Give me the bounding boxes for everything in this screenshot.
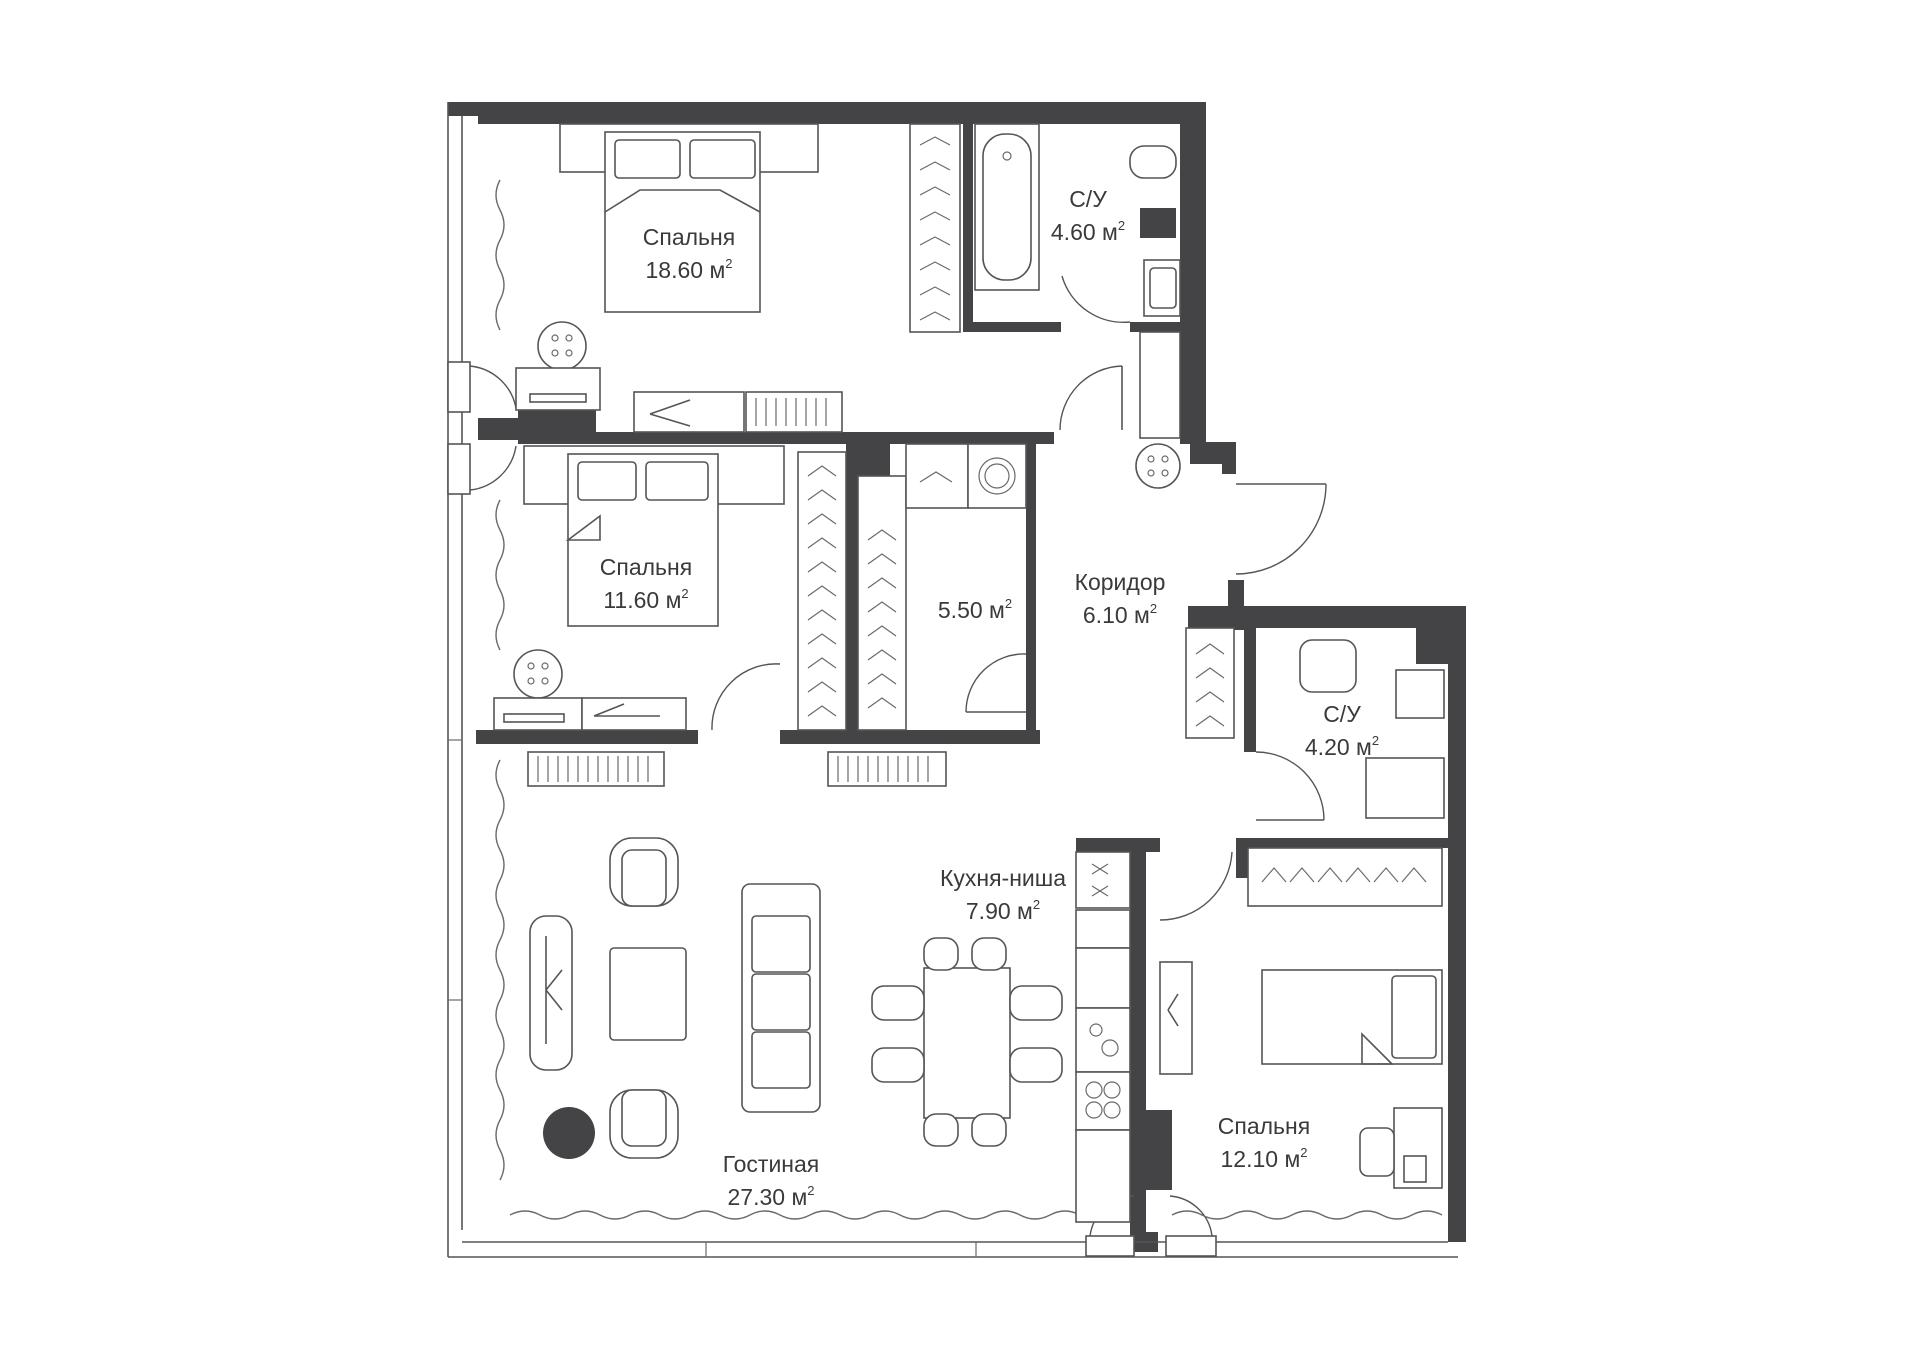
bedroom-3-furniture <box>1159 847 1443 1189</box>
room-area-bedroom-2: 11.60 м2 <box>603 586 688 613</box>
room-name-kitchen: Кухня-ниша <box>940 865 1066 891</box>
room-name-bedroom-1: Спальня <box>643 224 735 250</box>
curtains <box>495 179 1443 1220</box>
walls <box>448 102 1466 1252</box>
room-area-bathroom-1: 4.60 м2 <box>1051 218 1125 245</box>
corridor-furniture <box>1059 365 1327 739</box>
room-name-bathroom-2: С/У <box>1323 701 1361 727</box>
room-area-bathroom-2: 4.20 м2 <box>1305 733 1379 760</box>
room-area-bedroom-1: 18.60 м2 <box>646 256 733 283</box>
storage-furniture <box>857 443 1027 731</box>
room-area-living-room: 27.30 м2 <box>728 1183 815 1210</box>
bathroom-2-fixtures <box>1255 639 1445 821</box>
bedroom-1-furniture <box>515 123 961 433</box>
room-area-bedroom-3: 12.10 м2 <box>1221 1145 1308 1172</box>
room-name-bathroom-1: С/У <box>1069 186 1107 212</box>
room-name-bedroom-2: Спальня <box>600 554 692 580</box>
room-name-corridor: Коридор <box>1075 569 1166 595</box>
room-labels: Спальня 18.60 м2 С/У 4.60 м2 Спальня 11.… <box>600 186 1379 1210</box>
room-name-bedroom-3: Спальня <box>1218 1113 1310 1139</box>
living-room-furniture <box>529 837 821 1159</box>
bedroom-2-furniture <box>493 445 947 787</box>
bathroom-1-fixtures <box>974 123 1181 439</box>
room-name-living-room: Гостиная <box>723 1151 820 1177</box>
room-area-storage: 5.50 м2 <box>938 596 1012 623</box>
kitchen-furniture <box>871 851 1233 1223</box>
room-area-corridor: 6.10 м2 <box>1083 601 1157 628</box>
room-area-kitchen: 7.90 м2 <box>966 897 1040 924</box>
